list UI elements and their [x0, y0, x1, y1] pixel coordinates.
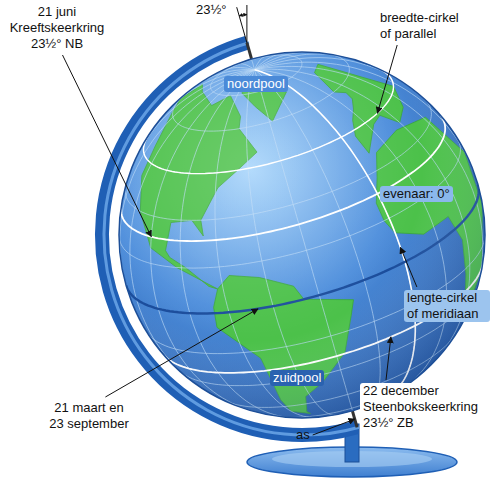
leader-line	[63, 55, 152, 237]
globe-rim	[119, 52, 485, 418]
angle-label: 23½°	[196, 2, 227, 18]
date-label: 21 maart en 23 september	[48, 400, 130, 432]
parallel-label: breedte-cirkel of parallel	[380, 10, 466, 42]
leader-line	[105, 309, 258, 397]
graticule	[119, 52, 485, 418]
vertical-reference	[246, 5, 247, 43]
globe-ocean	[119, 52, 485, 418]
globe-shading	[119, 52, 485, 418]
meridian-label: lengte-cirkel of meridiaan	[404, 290, 490, 322]
leader-line	[377, 45, 397, 113]
pole-label: noordpool	[224, 76, 288, 92]
pole-label: zuidpool	[270, 370, 324, 386]
tropic-label: 22 december Steenbokskeerkring 23½° ZB	[360, 383, 490, 431]
axis-extension	[237, 7, 247, 43]
leader-line	[400, 247, 417, 287]
axis-stub	[247, 43, 252, 59]
equator-label: evenaar: 0°	[380, 186, 453, 202]
tropic-label: 21 juni Kreeftskeerkring 23½° NB	[2, 4, 112, 52]
axis-label: as	[296, 427, 310, 443]
leader-line	[313, 419, 355, 435]
angle-arc	[239, 15, 247, 16]
leader-line	[386, 337, 391, 380]
